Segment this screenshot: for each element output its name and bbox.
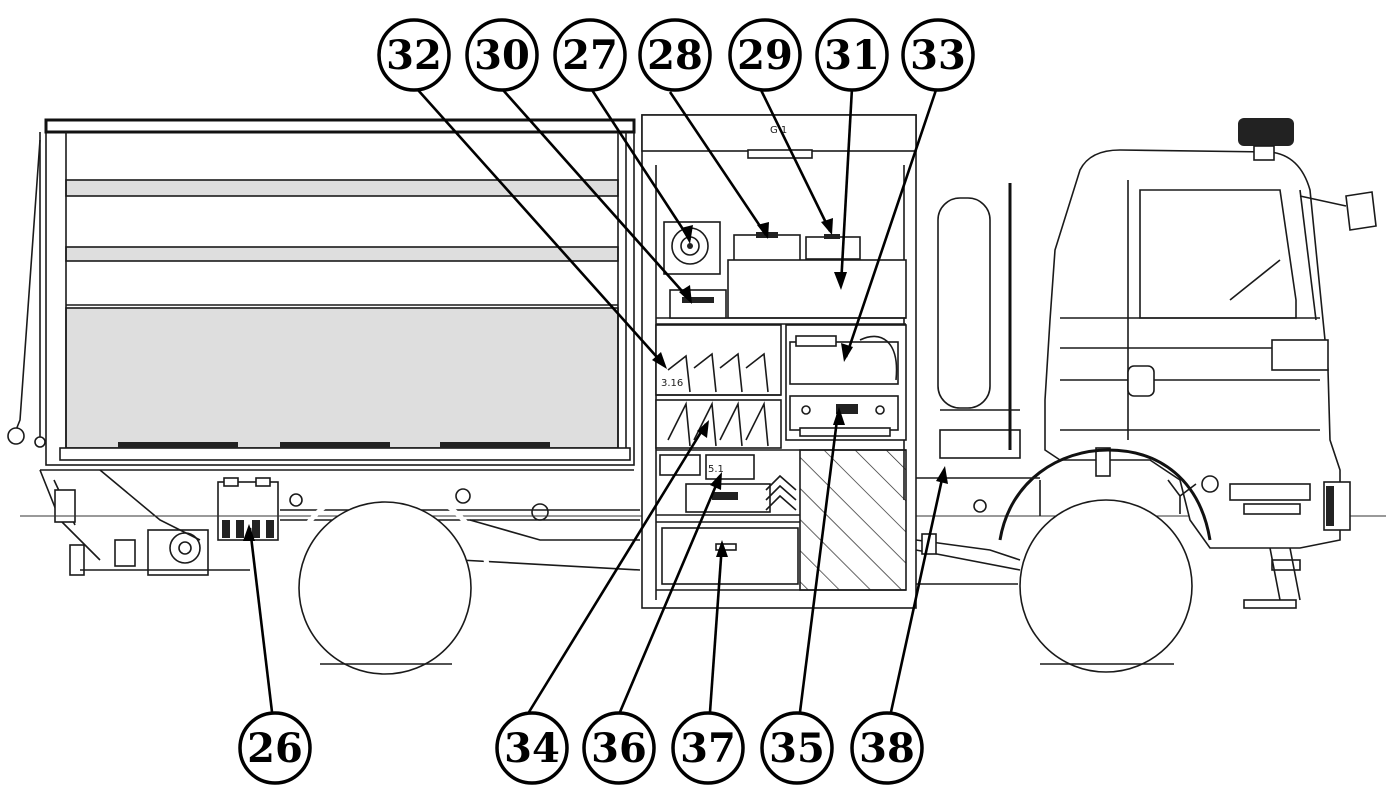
- callout-35: 35: [760, 711, 834, 785]
- callout-33-label: 33: [910, 32, 966, 79]
- callout-27: 27: [553, 18, 627, 92]
- front-chassis: [915, 477, 1040, 585]
- panel-label: G 1: [770, 125, 787, 136]
- callout-36: 36: [582, 711, 656, 785]
- callout-31: 31: [815, 18, 889, 92]
- callout-29-label: 29: [737, 32, 793, 79]
- callout-38-label: 38: [859, 725, 915, 772]
- cargo-body: [7, 118, 636, 471]
- callout-37: 37: [671, 711, 745, 785]
- callout-34: 34: [495, 711, 569, 785]
- callout-29: 29: [728, 18, 802, 92]
- callout-31-label: 31: [824, 32, 880, 79]
- equipment-cabinet: G 1 3.16: [641, 114, 917, 609]
- shelf-label: 3.16: [661, 378, 683, 389]
- callout-26: 26: [238, 711, 312, 785]
- rear-wheel: [279, 482, 493, 675]
- callout-28: 28: [638, 18, 712, 92]
- leader-lines: [248, 87, 946, 713]
- bin-label: 5.1: [708, 464, 724, 475]
- callout-34-label: 34: [504, 725, 560, 772]
- callout-32-label: 32: [386, 32, 442, 79]
- callout-38: 38: [850, 711, 924, 785]
- callout-30-label: 30: [474, 32, 530, 79]
- callout-26-label: 26: [247, 725, 303, 772]
- arrowheads: [243, 218, 948, 557]
- callout-32: 32: [377, 18, 451, 92]
- callout-28-label: 28: [647, 32, 703, 79]
- folded-items-row-1: [667, 352, 769, 393]
- front-wheel: [1019, 499, 1193, 673]
- callout-30: 30: [465, 18, 539, 92]
- callout-35-label: 35: [769, 725, 825, 772]
- callout-33: 33: [901, 18, 975, 92]
- callout-37-label: 37: [680, 725, 736, 772]
- truck-cab: [937, 118, 1377, 609]
- folded-items-row-2: [667, 401, 769, 447]
- callout-27-label: 27: [562, 32, 618, 79]
- callout-36-label: 36: [591, 725, 647, 772]
